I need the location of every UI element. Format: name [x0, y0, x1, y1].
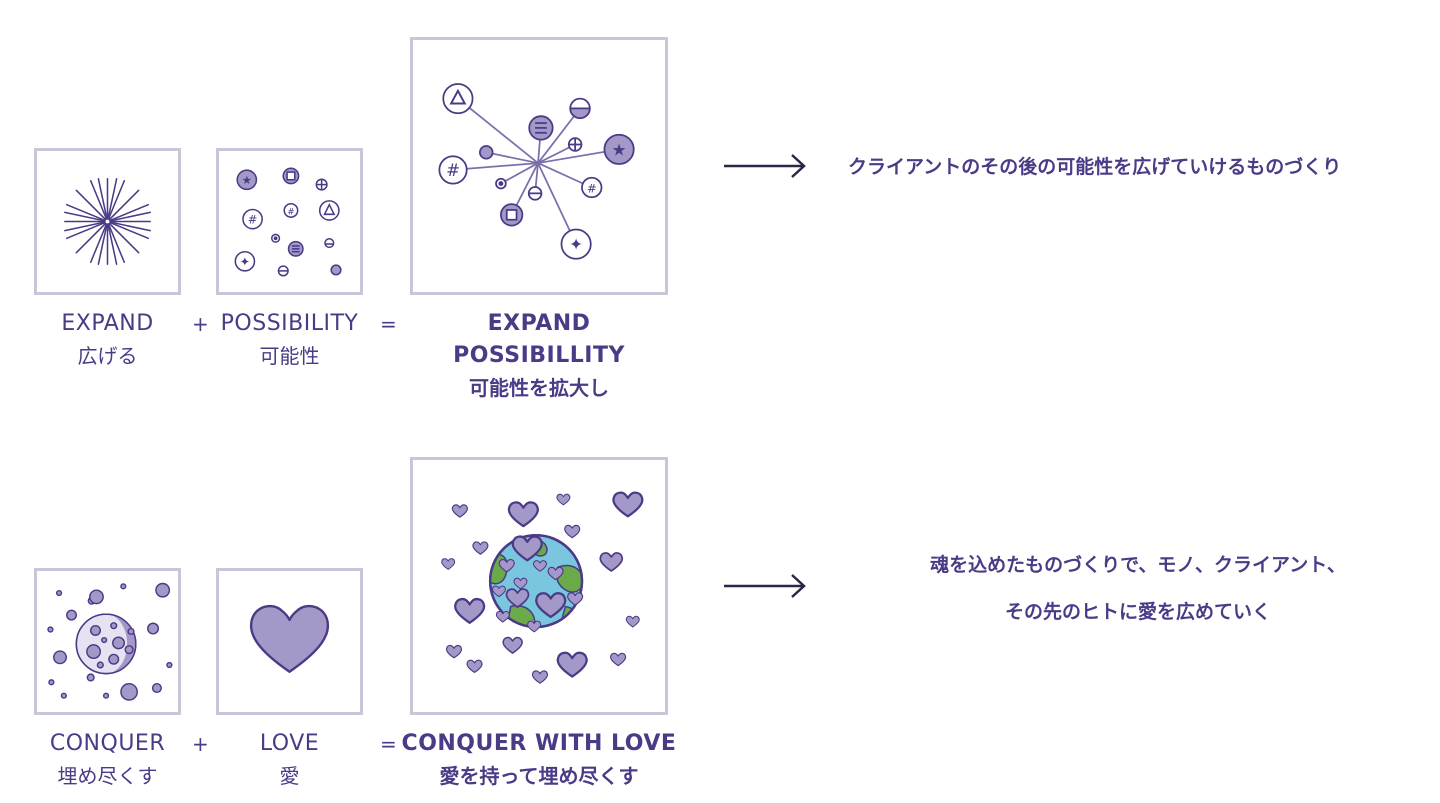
plus-operator: + [192, 312, 209, 336]
conquer-label-jp: 埋め尽くす [57, 764, 158, 788]
expand-possibility-label-jp: 可能性を拡大し [469, 376, 609, 400]
possibility-label: POSSIBILITY 可能性 [214, 308, 365, 372]
svg-text:✦: ✦ [240, 254, 250, 269]
expand-label-en: EXPAND [61, 311, 154, 336]
scattered-symbols-icon: ★ # # ✦ [234, 167, 342, 277]
svg-text:✦: ✦ [569, 235, 583, 254]
conquer-label: CONQUER 埋め尽くす [30, 728, 185, 792]
arrow-right-icon [724, 154, 806, 178]
starburst-icon [64, 178, 151, 265]
love-label: LOVE 愛 [214, 728, 365, 792]
conquer-with-love-label-jp: 愛を持って埋め尽くす [439, 764, 639, 788]
row1-description: クライアントのその後の可能性を広げていけるものづくり [848, 156, 1342, 178]
possibility-box: ★ # # ✦ [216, 148, 363, 295]
expand-label: EXPAND 広げる [34, 308, 181, 372]
svg-text:#: # [446, 161, 460, 180]
love-label-en: LOVE [259, 731, 320, 756]
row2-description-line1: 魂を込めたものづくりで、モノ、クライアント、 [930, 554, 1346, 576]
svg-text:★: ★ [242, 173, 252, 187]
possibility-label-en: POSSIBILITY [220, 311, 359, 336]
equals-operator-2: = [380, 732, 397, 756]
svg-text:★: ★ [612, 140, 627, 159]
expand-possibility-box: ★ # # ✦ [410, 37, 668, 295]
plus-operator-2: + [192, 732, 209, 756]
heart-icon [249, 604, 330, 673]
conquer-with-love-label-en: CONQUER WITH LOVE [401, 731, 677, 756]
conquer-box [34, 568, 181, 715]
earth-hearts-icon [441, 491, 644, 684]
conquer-with-love-label: CONQUER WITH LOVE 愛を持って埋め尽くす [398, 728, 680, 792]
expand-box [34, 148, 181, 295]
arrow-right-icon-2 [724, 574, 806, 598]
conquer-label-en: CONQUER [49, 731, 166, 756]
love-box [216, 568, 363, 715]
row2-description-line2: その先のヒトに愛を広めていく [1004, 601, 1271, 623]
svg-text:#: # [287, 207, 294, 217]
network-nodes-icon: ★ # # ✦ [438, 83, 635, 260]
conquer-with-love-box [410, 457, 668, 715]
expand-possibility-label: EXPAND POSSIBILLITY 可能性を拡大し [398, 308, 680, 404]
svg-text:#: # [587, 181, 597, 195]
svg-text:#: # [248, 212, 258, 226]
moon-craters-icon [47, 582, 173, 701]
love-label-jp: 愛 [279, 764, 300, 788]
possibility-label-jp: 可能性 [259, 344, 320, 368]
expand-possibility-label-en: EXPAND POSSIBILLITY [453, 311, 625, 368]
expand-label-jp: 広げる [77, 344, 138, 368]
equals-operator: = [380, 312, 397, 336]
